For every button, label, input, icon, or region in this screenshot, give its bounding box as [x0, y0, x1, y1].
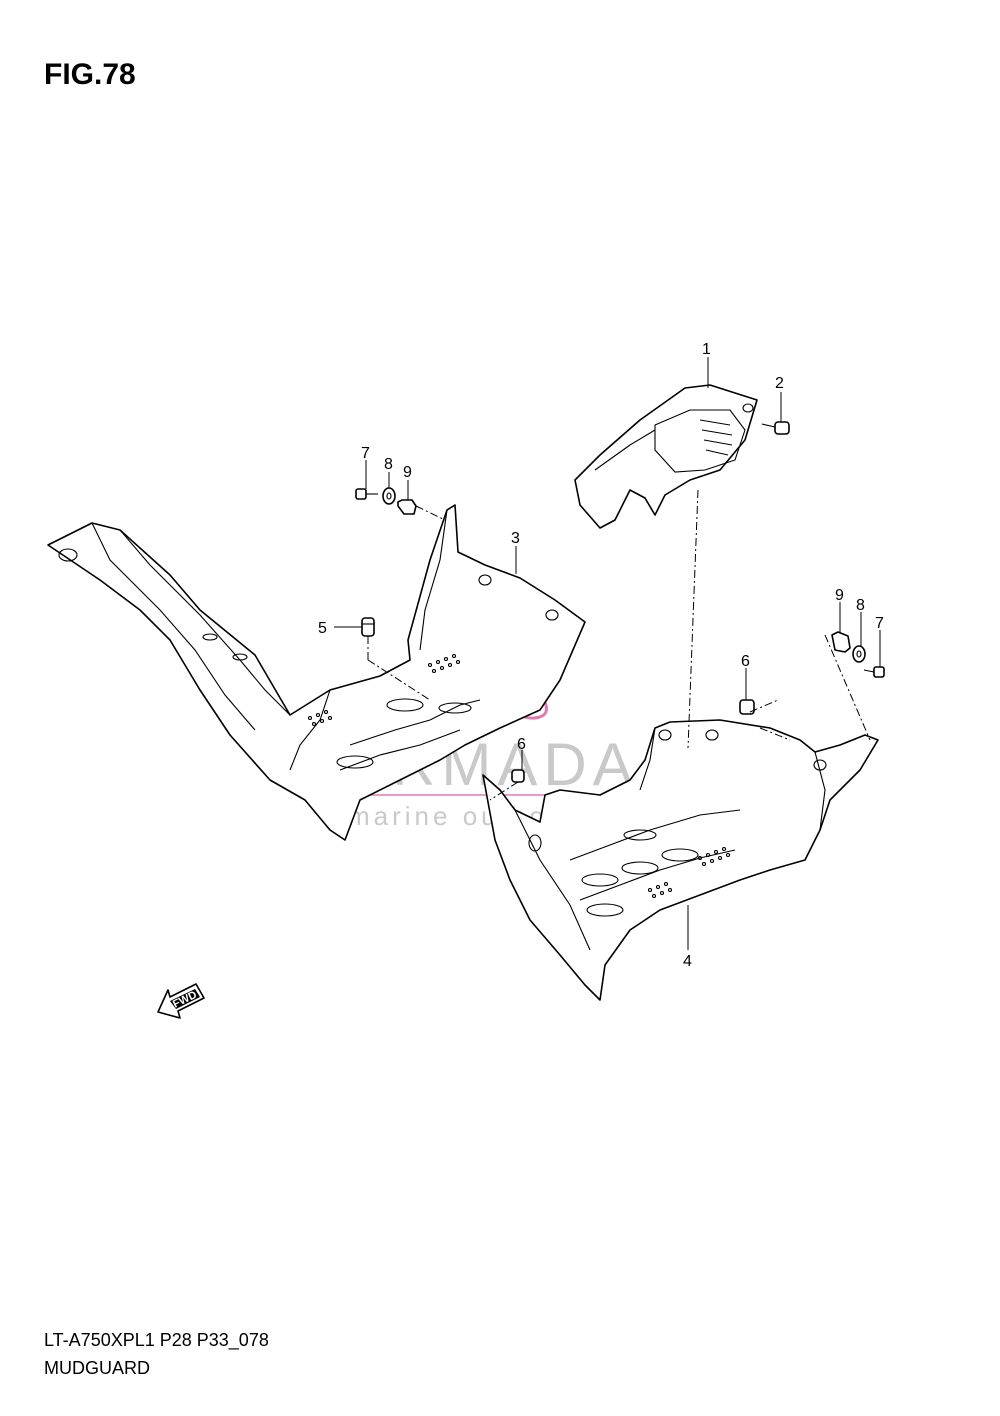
leader-lines [334, 357, 881, 950]
callout-6b: 6 [517, 736, 526, 753]
model-code: LT-A750XPL1 P28 P33_078 [44, 1330, 269, 1350]
fastener-8b-washer [852, 645, 866, 663]
fastener-6a-nut [739, 699, 755, 715]
callout-6a: 6 [741, 653, 750, 670]
callout-5: 5 [318, 620, 327, 637]
part-3-left-mudguard [47, 504, 586, 841]
callout-3: 3 [511, 530, 520, 547]
part-1-cover [574, 384, 758, 529]
part-4-right-mudguard [482, 719, 879, 1001]
callout-4: 4 [683, 953, 692, 970]
fastener-8a-washer [382, 487, 396, 505]
callout-8a: 8 [384, 456, 393, 473]
callout-1: 1 [702, 341, 711, 358]
fastener-7b-screw [863, 666, 885, 678]
fastener-5-bolt [361, 617, 375, 637]
callout-7b: 7 [875, 615, 884, 632]
assembly-lines [367, 489, 871, 801]
callout-labels: 1 2 3 4 5 6 6 7 8 9 7 8 9 [318, 341, 884, 970]
callout-9a: 9 [403, 464, 412, 481]
section-name: MUDGUARD [44, 1358, 150, 1378]
fastener-6b-nut [511, 769, 525, 783]
fastener-7a-screw [355, 488, 378, 500]
fastener-9a-grommet [397, 499, 417, 515]
fastener-2-bolt [761, 421, 790, 435]
fastener-9b-grommet [831, 631, 851, 653]
callout-9b: 9 [835, 587, 844, 604]
callout-2: 2 [775, 375, 784, 392]
fwd-arrow: FWD [157, 983, 205, 1019]
callout-8b: 8 [856, 597, 865, 614]
figure-title: FIG.78 [44, 58, 136, 91]
callout-7a: 7 [361, 445, 370, 462]
